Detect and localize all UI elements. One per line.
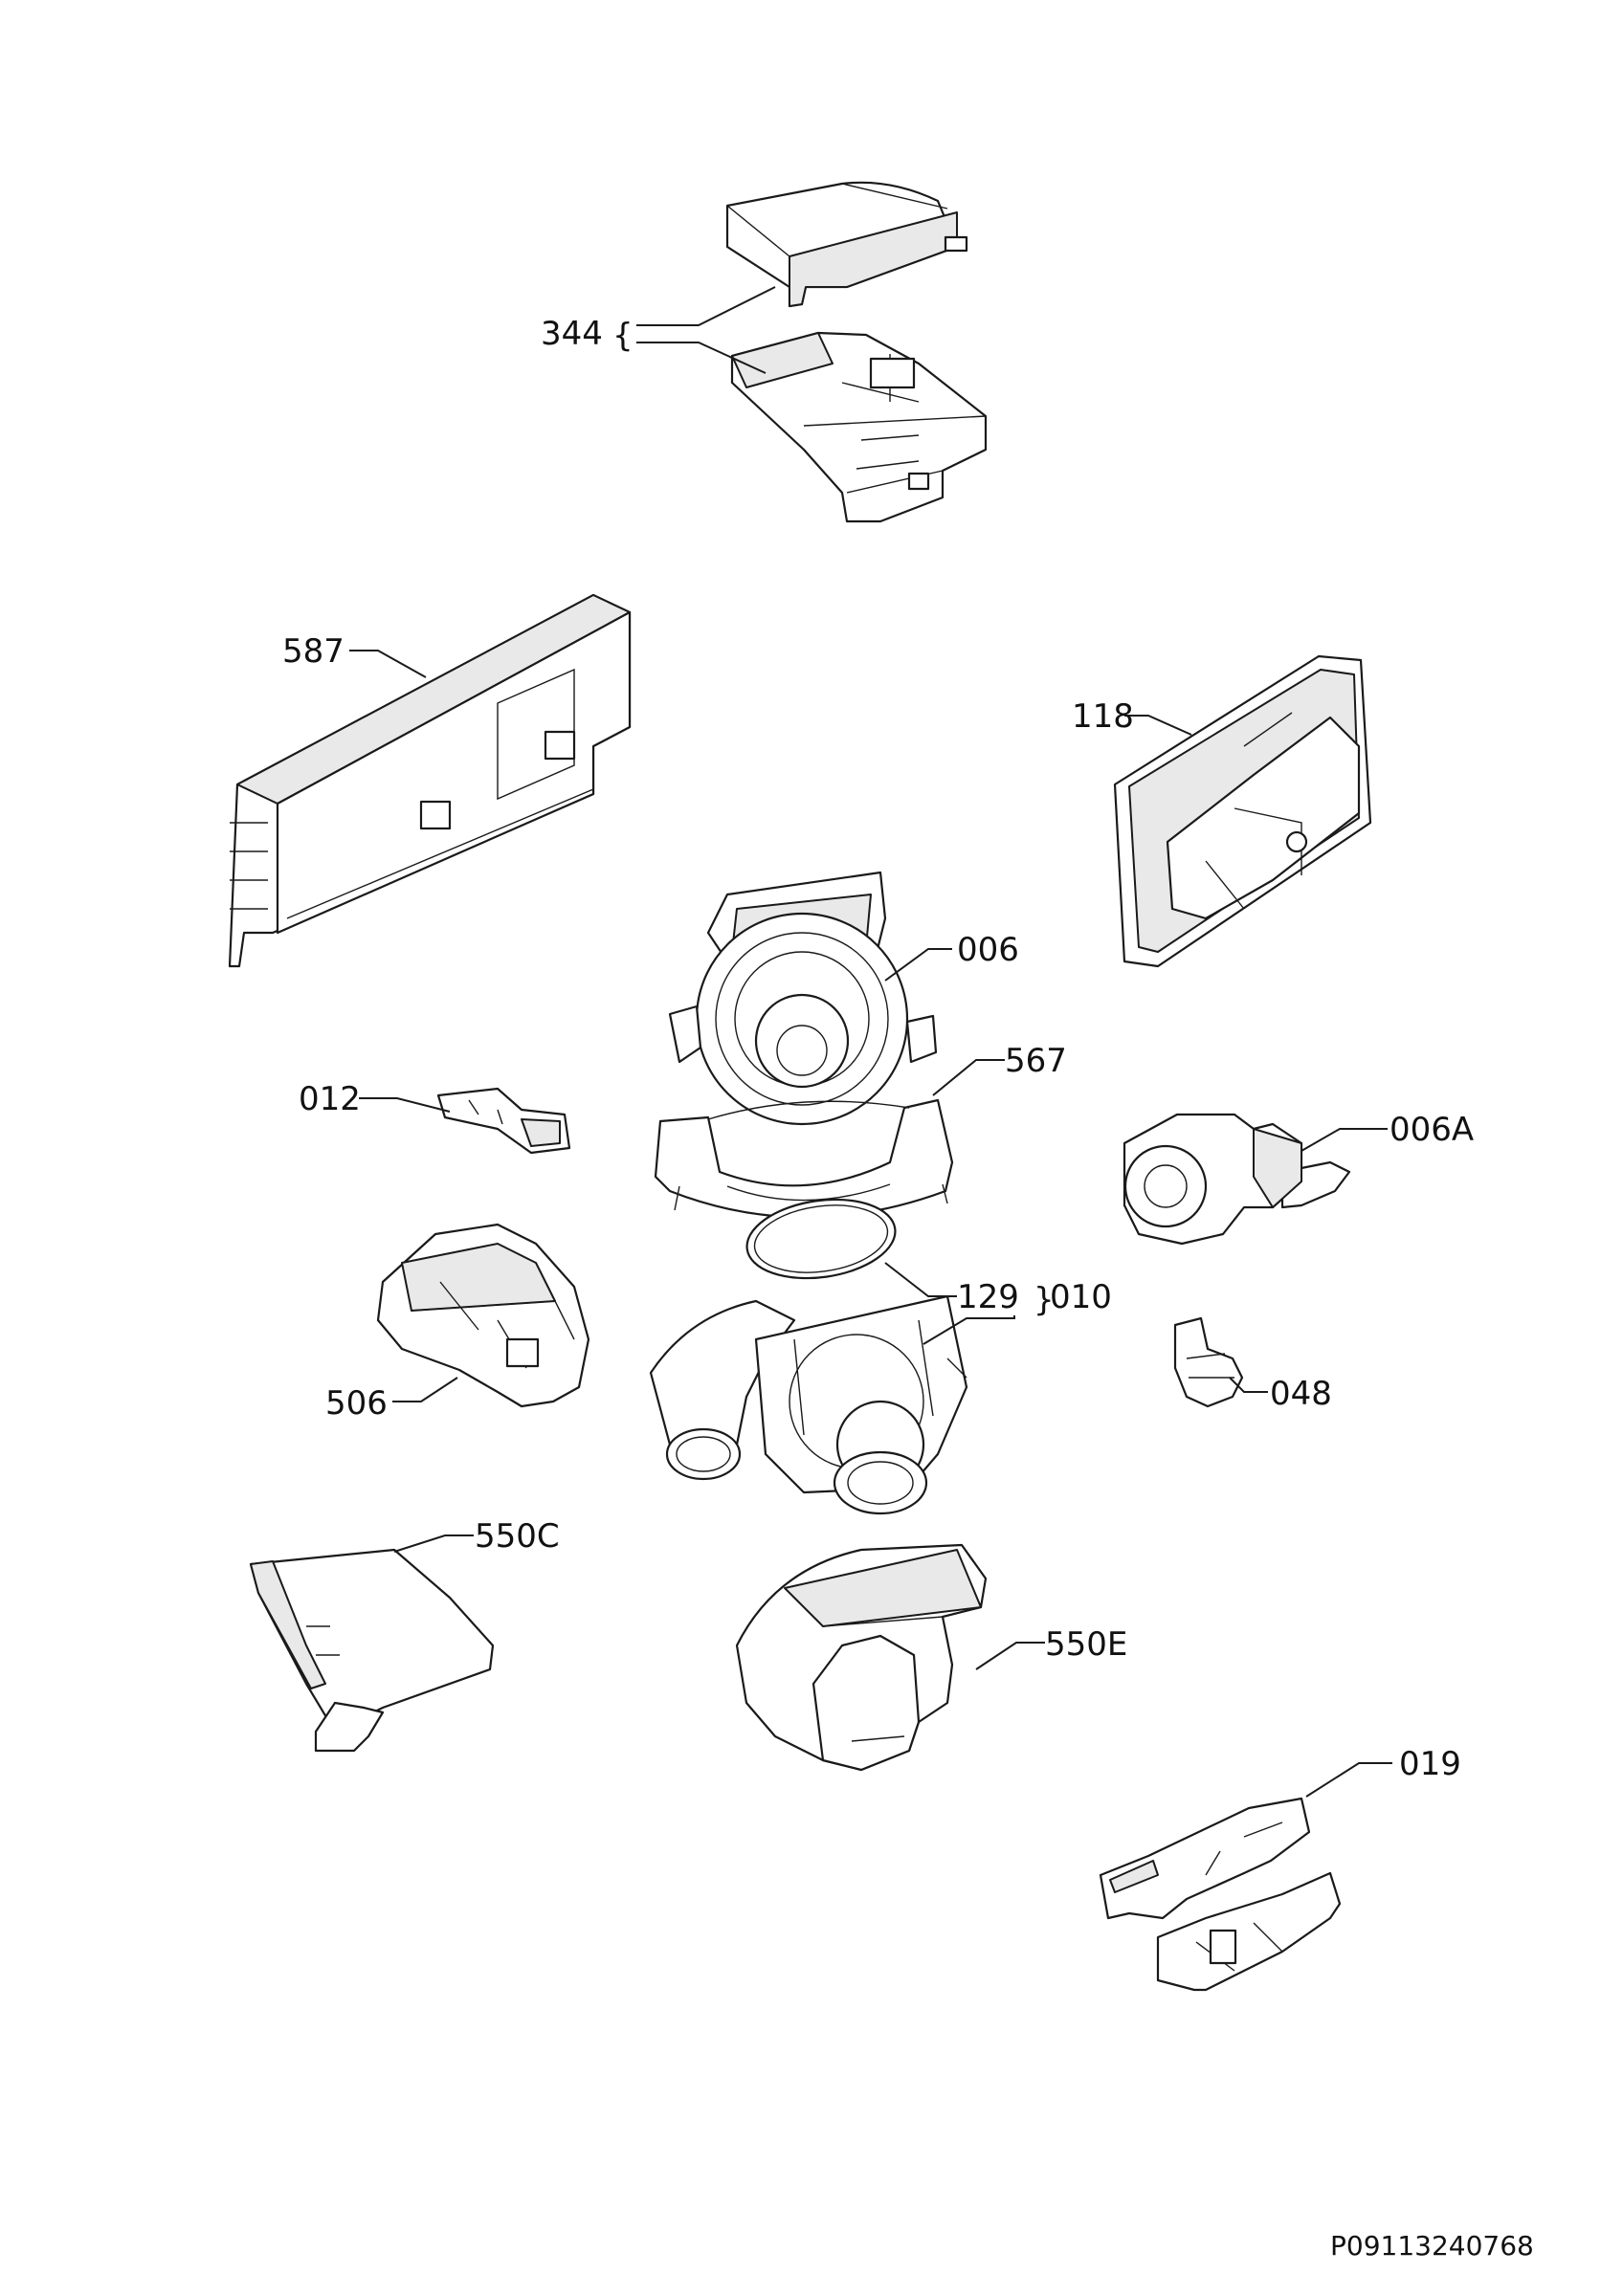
leader-048 (1229, 1377, 1268, 1393)
part-006-circulation-pump (668, 871, 938, 1126)
part-550C-cover (249, 1548, 495, 1753)
brace-010: } (1034, 1281, 1055, 1319)
leader-550C (393, 1534, 474, 1553)
label-587: 587 (282, 632, 345, 671)
leader-019 (1305, 1762, 1392, 1798)
label-048: 048 (1270, 1375, 1332, 1413)
leader-006 (884, 948, 952, 982)
label-019: 019 (1399, 1745, 1461, 1783)
label-550C: 550C (475, 1517, 560, 1556)
leader-550E (975, 1642, 1045, 1670)
leader-012 (359, 1097, 451, 1113)
leader-010 (923, 1315, 1015, 1345)
document-code: P09113240768 (1330, 2230, 1534, 2262)
brace-344: { (612, 317, 634, 355)
label-550E: 550E (1045, 1625, 1127, 1664)
part-567-bracket (654, 1098, 954, 1219)
leader-567 (932, 1059, 1005, 1096)
label-118: 118 (1072, 697, 1134, 736)
part-344-cover (725, 181, 968, 308)
leader-118 (1124, 715, 1192, 736)
leader-344-bottom (636, 342, 767, 374)
leader-587 (349, 650, 427, 678)
part-118-dispenser (1113, 654, 1372, 968)
label-012: 012 (299, 1080, 361, 1118)
leader-129 (884, 1262, 957, 1297)
label-567: 567 (1005, 1042, 1067, 1080)
leader-344-top (636, 286, 776, 326)
label-129: 129 (957, 1278, 1019, 1316)
part-129-seal-ring (745, 1198, 897, 1280)
label-006: 006 (957, 931, 1019, 969)
part-006A-drain-pump (1123, 1113, 1351, 1246)
part-010-sump (649, 1294, 968, 1515)
label-344: 344 (541, 315, 603, 353)
part-048-sensor (1173, 1316, 1244, 1408)
part-587-control-unit (228, 593, 632, 968)
part-012-sensor (436, 1087, 571, 1155)
part-506-softener (376, 1223, 590, 1408)
part-019-door-lock (1099, 1797, 1342, 1992)
part-550E-pump-cover (735, 1543, 988, 1772)
label-010: 010 (1050, 1278, 1112, 1316)
label-006A: 006A (1390, 1111, 1474, 1149)
leader-006A (1301, 1128, 1388, 1152)
part-344-module (730, 331, 988, 523)
leader-506 (392, 1377, 458, 1402)
label-506: 506 (325, 1384, 388, 1423)
